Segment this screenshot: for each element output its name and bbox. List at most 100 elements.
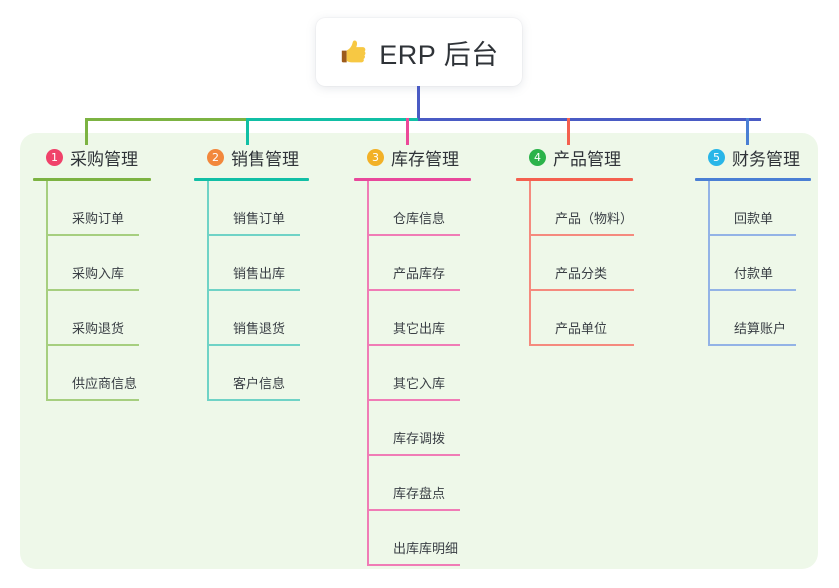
category-column-4: 4 产品管理产品（物料） 产品分类产品单位: [516, 145, 634, 346]
leaf-item[interactable]: 采购入库: [46, 236, 151, 291]
leaf-underline: [708, 344, 796, 346]
root-node[interactable]: ERP 后台: [316, 18, 522, 86]
leaf-label: 销售订单: [233, 211, 286, 226]
leaf-label: 销售出库: [233, 266, 286, 281]
leaf-item[interactable]: 采购订单: [46, 181, 151, 236]
leaf-underline: [207, 344, 300, 346]
branch-spine: [529, 181, 531, 346]
leaf-label: 回款单: [734, 211, 774, 226]
leaf-item[interactable]: 产品（物料）: [529, 181, 634, 236]
category-title: 产品管理: [553, 149, 621, 169]
leaf-label: 产品库存: [393, 266, 446, 281]
leaf-item[interactable]: 库存调拨: [367, 401, 471, 456]
leaf-item[interactable]: 销售订单: [207, 181, 309, 236]
category-header-2[interactable]: 2 销售管理: [194, 145, 309, 169]
leaf-item[interactable]: 结算账户: [708, 291, 811, 346]
branch-spine: [708, 181, 710, 346]
branch-spine: [46, 181, 48, 401]
leaf-label: 产品（物料）: [555, 211, 634, 226]
leaf-item[interactable]: 采购退货: [46, 291, 151, 346]
drop-line-3: [406, 118, 409, 145]
leaf-label: 产品分类: [555, 266, 608, 281]
leaf-underline: [708, 234, 796, 236]
leaf-label: 库存调拨: [393, 431, 446, 446]
category-header-5[interactable]: 5 财务管理: [695, 145, 811, 169]
leaf-underline: [46, 289, 139, 291]
leaf-label: 其它出库: [393, 321, 446, 336]
category-underline: [516, 178, 633, 181]
leaf-underline: [367, 234, 460, 236]
leaf-underline: [207, 234, 300, 236]
leaf-item[interactable]: 其它入库: [367, 346, 471, 401]
category-badge-1: 1: [46, 148, 63, 166]
leaf-underline: [708, 289, 796, 291]
leaf-item[interactable]: 出库库明细: [367, 511, 471, 566]
drop-line-1: [85, 118, 88, 145]
leaf-label: 其它入库: [393, 376, 446, 391]
category-header-1[interactable]: 1 采购管理: [33, 145, 151, 169]
category-title: 库存管理: [391, 149, 459, 169]
category-title: 采购管理: [70, 149, 138, 169]
leaf-item[interactable]: 回款单: [708, 181, 811, 236]
leaf-item[interactable]: 仓库信息: [367, 181, 471, 236]
leaf-label: 采购订单: [72, 211, 125, 226]
leaf-label: 采购入库: [72, 266, 125, 281]
leaf-underline: [46, 399, 139, 401]
leaf-item[interactable]: 其它出库: [367, 291, 471, 346]
category-column-2: 2 销售管理销售订单销售出库销售退货客户信息: [194, 145, 309, 401]
leaf-underline: [367, 399, 460, 401]
leaf-underline: [207, 399, 300, 401]
leaf-list: 回款单付款单结算账户: [695, 181, 811, 346]
category-badge-5: 5: [708, 148, 725, 166]
drop-line-5: [746, 118, 749, 145]
leaf-underline: [529, 344, 634, 346]
drop-line-4: [567, 118, 570, 145]
category-badge-4: 4: [529, 148, 546, 166]
branch-spine: [207, 181, 209, 401]
leaf-label: 销售退货: [233, 321, 286, 336]
leaf-item[interactable]: 供应商信息: [46, 346, 151, 401]
leaf-item[interactable]: 产品分类: [529, 236, 634, 291]
leaf-item[interactable]: 产品库存: [367, 236, 471, 291]
leaf-item[interactable]: 付款单: [708, 236, 811, 291]
category-underline: [354, 178, 471, 181]
leaf-list: 销售订单销售出库销售退货客户信息: [194, 181, 309, 401]
leaf-label: 产品单位: [555, 321, 608, 336]
leaf-item[interactable]: 销售退货: [207, 291, 309, 346]
leaf-label: 客户信息: [233, 376, 286, 391]
category-title: 销售管理: [231, 149, 299, 169]
leaf-underline: [367, 289, 460, 291]
leaf-item[interactable]: 销售出库: [207, 236, 309, 291]
category-underline: [695, 178, 811, 181]
category-badge-2: 2: [207, 148, 224, 166]
category-column-5: 5 财务管理回款单付款单结算账户: [695, 145, 811, 346]
leaf-underline: [46, 234, 139, 236]
category-header-4[interactable]: 4 产品管理: [516, 145, 633, 169]
leaf-underline: [367, 564, 460, 566]
leaf-label: 结算账户: [734, 321, 787, 336]
bus-line-left: [85, 118, 249, 121]
bus-line-right: [418, 118, 761, 121]
leaf-list: 仓库信息产品库存其它出库其它入库库存调拨库存盘点出库库明细: [354, 181, 471, 566]
leaf-underline: [367, 454, 460, 456]
leaf-underline: [529, 289, 634, 291]
leaf-label: 供应商信息: [72, 376, 138, 391]
content-panel: [20, 133, 818, 569]
leaf-label: 仓库信息: [393, 211, 446, 226]
branch-spine: [367, 181, 369, 566]
leaf-underline: [46, 344, 139, 346]
thumbs-up-icon: [339, 37, 369, 67]
leaf-item[interactable]: 库存盘点: [367, 456, 471, 511]
leaf-underline: [529, 234, 634, 236]
leaf-underline: [207, 289, 300, 291]
leaf-label: 出库库明细: [393, 541, 459, 556]
leaf-list: 采购订单采购入库采购退货供应商信息: [33, 181, 151, 401]
root-drop-line: [417, 86, 420, 121]
category-title: 财务管理: [732, 149, 800, 169]
leaf-item[interactable]: 客户信息: [207, 346, 309, 401]
leaf-item[interactable]: 产品单位: [529, 291, 634, 346]
leaf-underline: [367, 344, 460, 346]
